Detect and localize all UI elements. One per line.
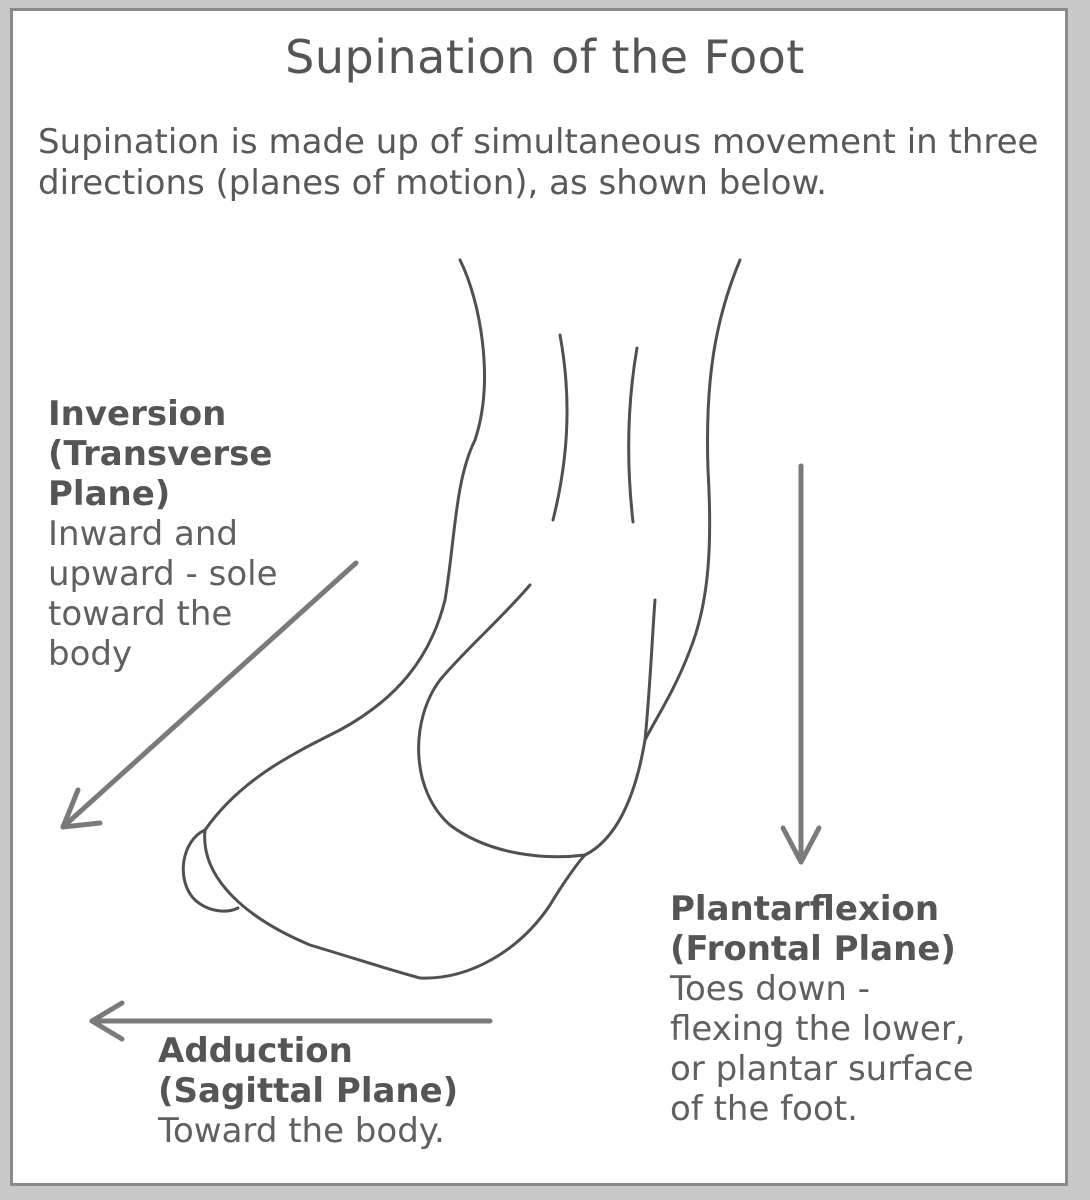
- inversion-desc-1: Inward and: [48, 514, 238, 554]
- adduction-heading-1: Adduction: [158, 1031, 353, 1071]
- inversion-label: Inversion (Transverse Plane) Inward and …: [48, 394, 278, 674]
- inversion-desc-3: toward the: [48, 594, 233, 634]
- inversion-heading-1: Inversion: [48, 394, 227, 434]
- inversion-arrow-shaft: [60, 560, 359, 830]
- inversion-arrow-head: [60, 787, 103, 830]
- tendon-line-right: [627, 346, 639, 524]
- heel-outline: [417, 583, 657, 859]
- intro-line-1: Supination is made up of simultaneous mo…: [38, 122, 1039, 162]
- adduction-label: Adduction (Sagittal Plane) Toward the bo…: [158, 1031, 458, 1151]
- plantarflexion-arrow-head: [780, 825, 822, 865]
- plantarflexion-desc-1: Toes down -: [670, 969, 871, 1009]
- page-title: Supination of the Foot: [285, 30, 805, 84]
- sole-outline: [203, 828, 587, 980]
- inversion-desc-4: body: [48, 634, 133, 674]
- adduction-arrow-head: [89, 1000, 125, 1042]
- diagram-panel: [10, 8, 1068, 1186]
- plantarflexion-desc-2: flexing the lower,: [670, 1009, 966, 1049]
- intro-text: Supination is made up of simultaneous mo…: [38, 122, 1058, 204]
- plantarflexion-heading-1: Plantarflexion: [670, 889, 940, 929]
- toe-outline: [181, 828, 240, 913]
- adduction-desc-1: Toward the body.: [158, 1111, 445, 1151]
- plantarflexion-desc-4: of the foot.: [670, 1089, 858, 1129]
- inversion-heading-2: (Transverse: [48, 434, 273, 474]
- plantarflexion-desc-3: or plantar surface: [670, 1049, 974, 1089]
- plantarflexion-label: Plantarflexion (Frontal Plane) Toes down…: [670, 889, 974, 1129]
- leg-front-outline: [203, 258, 486, 832]
- adduction-heading-2: (Sagittal Plane): [158, 1071, 459, 1111]
- intro-line-2: directions (planes of motion), as shown …: [38, 163, 827, 203]
- plantarflexion-heading-2: (Frontal Plane): [670, 929, 956, 969]
- inversion-desc-2: upward - sole: [48, 554, 278, 594]
- inversion-heading-3: Plane): [48, 474, 171, 514]
- tendon-line-left: [551, 333, 569, 522]
- leg-back-outline: [643, 258, 742, 742]
